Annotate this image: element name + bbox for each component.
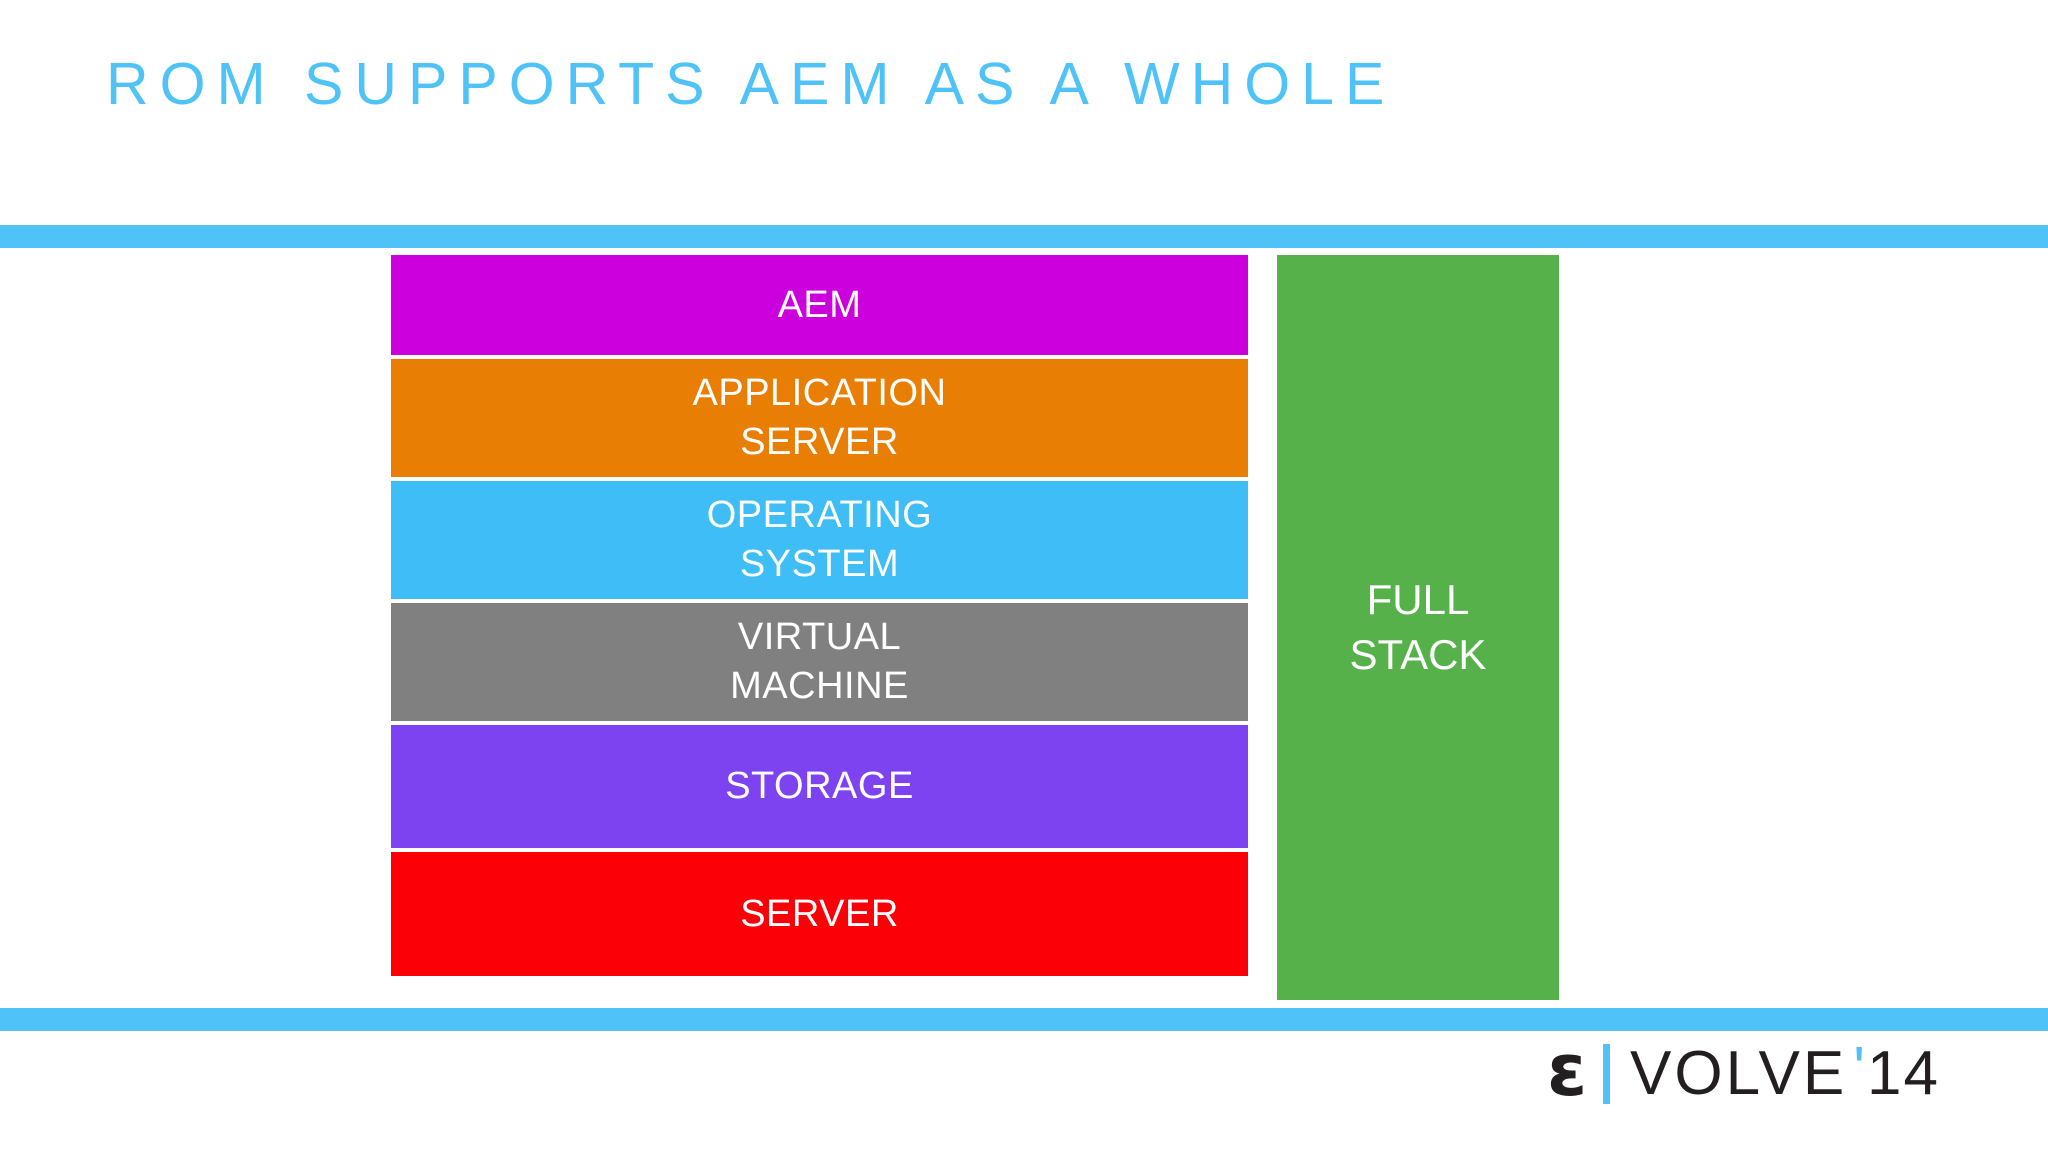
divider-bottom [0, 1008, 2048, 1031]
logo-divider-bar [1603, 1044, 1611, 1104]
stack-column: AEM APPLICATION SERVER OPERATING SYSTEM … [391, 255, 1248, 1000]
full-stack-annotation: FULL STACK [1277, 255, 1559, 1000]
evolve-logo: ε VOLVE ' 14 [1546, 1028, 1940, 1112]
stack-layer-application-server: APPLICATION SERVER [391, 359, 1248, 477]
logo-apostrophe-icon: ' [1853, 1035, 1866, 1104]
stack-layer-virtual-machine: VIRTUAL MACHINE [391, 603, 1248, 721]
stack-layer-label: STORAGE [725, 765, 914, 808]
stack-layer-label: SERVER [740, 892, 899, 935]
stack-layer-label: AEM [777, 283, 862, 326]
stack-layer-storage: STORAGE [391, 725, 1248, 848]
stack-layer-label: VIRTUAL MACHINE [730, 616, 909, 707]
stack-layer-aem: AEM [391, 255, 1248, 355]
stack-diagram: AEM APPLICATION SERVER OPERATING SYSTEM … [0, 255, 2048, 1000]
divider-top [0, 225, 2048, 248]
epsilon-mark-icon: ε [1546, 1028, 1588, 1112]
logo-wordmark: VOLVE [1630, 1039, 1848, 1108]
logo-year: 14 [1867, 1039, 1940, 1108]
stack-layer-server: SERVER [391, 852, 1248, 976]
stack-layer-label: APPLICATION SERVER [692, 372, 947, 463]
stack-layer-operating-system: OPERATING SYSTEM [391, 481, 1248, 599]
page-title: ROM SUPPORTS AEM AS A WHOLE [106, 51, 1396, 117]
stack-layer-label: OPERATING SYSTEM [706, 494, 933, 585]
full-stack-label: FULL STACK [1349, 575, 1487, 678]
